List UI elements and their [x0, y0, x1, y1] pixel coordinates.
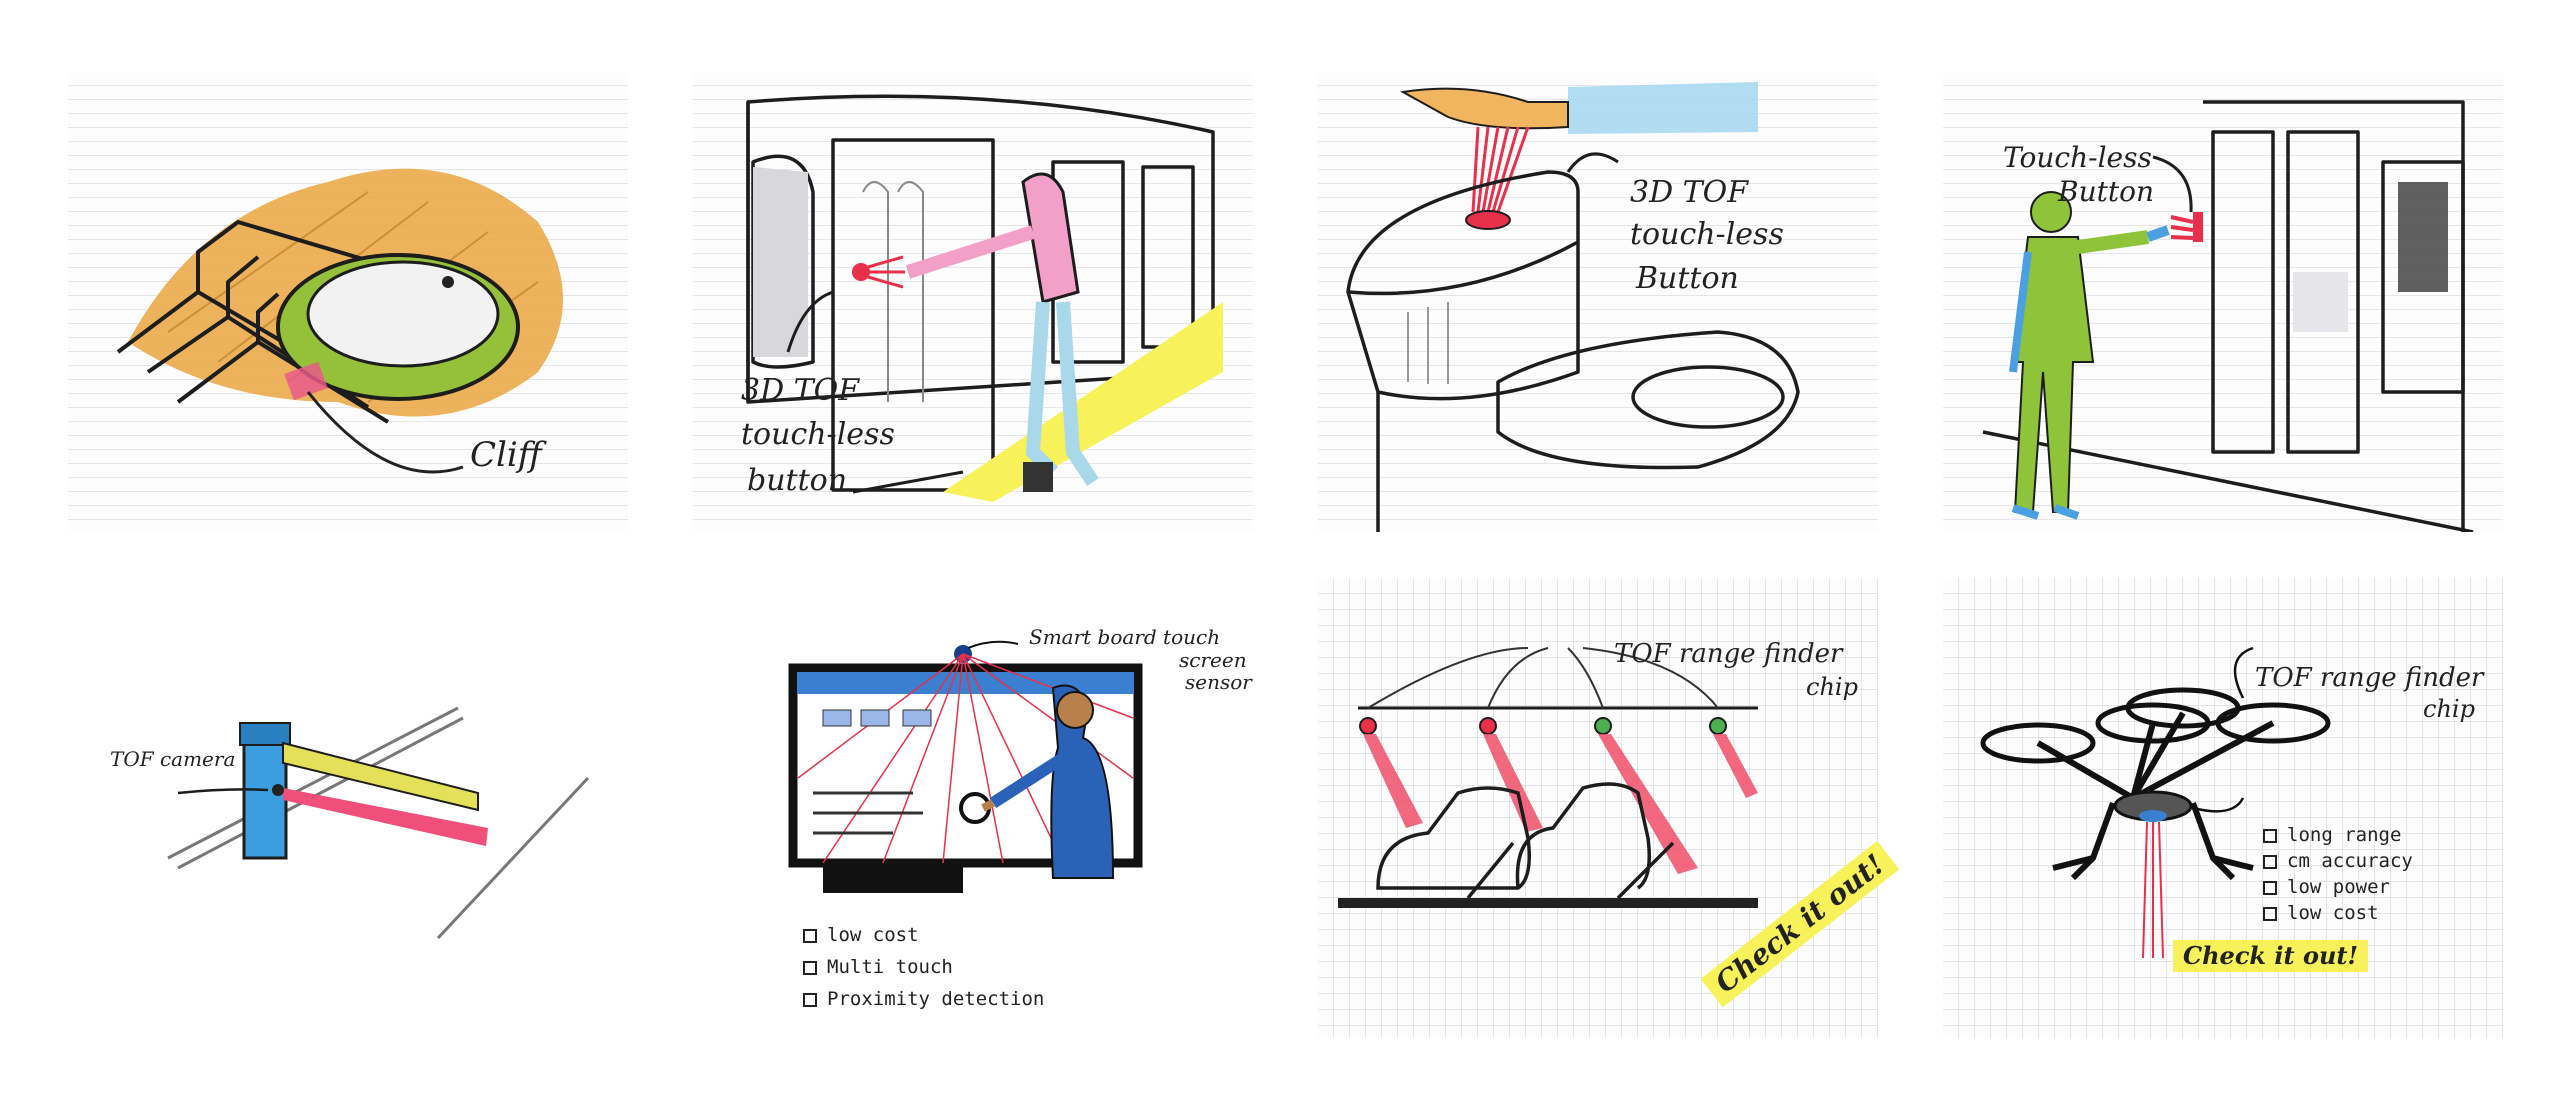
tof-camera-label: TOF camera	[110, 747, 236, 771]
checkbox-icon	[2263, 854, 2277, 869]
medical-label-line2: Button	[2058, 175, 2155, 208]
smart-board-label-line2: screen	[1179, 648, 1247, 672]
tof-button-label-line1: 3D TOF	[741, 373, 860, 408]
drone-bullet-4: low cost	[2263, 902, 2379, 924]
sketch-panel-drone: TOF range finder chip long range cm accu…	[1943, 578, 2503, 1038]
range-finder-label-line2: chip	[1806, 673, 1858, 701]
sketch-panel-robot-vacuum: Cliff	[68, 72, 628, 532]
train-door-sketch	[746, 94, 1223, 502]
checkbox-icon	[2263, 828, 2277, 843]
sketch-panel-smart-board: Smart board touch screen sensor low cost…	[693, 578, 1253, 1038]
toilet-label-line1: 3D TOF	[1630, 175, 1749, 210]
drone-sketch	[1980, 646, 2331, 959]
robot-vacuum-sketch	[116, 168, 563, 474]
drone-bullet-3: low power	[2263, 876, 2390, 898]
smart-board-sketch	[788, 640, 1143, 893]
drone-bullet-1: long range	[2263, 824, 2401, 846]
checkbox-icon	[803, 928, 817, 943]
tof-button-label-line3: button	[747, 463, 848, 498]
drone-check-it-out-highlight[interactable]: Check it out!	[2173, 940, 2369, 972]
drone-range-finder-label-line2: chip	[2423, 695, 2475, 723]
range-finder-label-line1: TOF range finder	[1614, 639, 1843, 669]
medical-label-line1: Touch-less	[2003, 141, 2152, 174]
smart-board-label-line3: sensor	[1185, 670, 1252, 694]
toilet-sketch	[1346, 82, 1800, 532]
medical-door-sketch	[1982, 100, 2474, 532]
smart-board-bullet-3: Proximity detection	[803, 988, 1044, 1010]
checkbox-icon	[803, 992, 817, 1007]
toilet-label-line2: touch-less	[1630, 217, 1784, 252]
sketch-panel-medical-door: Touch-less Button	[1943, 72, 2503, 532]
tof-button-label-line2: touch-less	[741, 417, 895, 452]
toilet-label-line3: Button	[1636, 261, 1739, 296]
sketch-panel-parking-barrier: TOF camera	[68, 578, 628, 1038]
parking-occupancy-sketch	[1338, 647, 1758, 908]
sketch-panel-parking-occupancy: TOF range finder chip Check it out!	[1318, 578, 1900, 1038]
cliff-label: Cliff	[470, 435, 542, 475]
sketch-panel-train-door: 3D TOF touch-less button	[693, 72, 1253, 532]
smart-board-label-line1: Smart board touch	[1029, 625, 1221, 649]
sketch-panel-toilet: 3D TOF touch-less Button	[1318, 72, 1878, 532]
drone-range-finder-label-line1: TOF range finder	[2255, 663, 2484, 693]
checkbox-icon	[2263, 880, 2277, 895]
checkbox-icon	[803, 960, 817, 975]
checkbox-icon	[2263, 906, 2277, 921]
smart-board-bullet-2: Multi touch	[803, 956, 953, 978]
smart-board-bullet-1: low cost	[803, 924, 919, 946]
drone-bullet-2: cm accuracy	[2263, 850, 2413, 872]
parking-barrier-sketch	[167, 706, 590, 940]
